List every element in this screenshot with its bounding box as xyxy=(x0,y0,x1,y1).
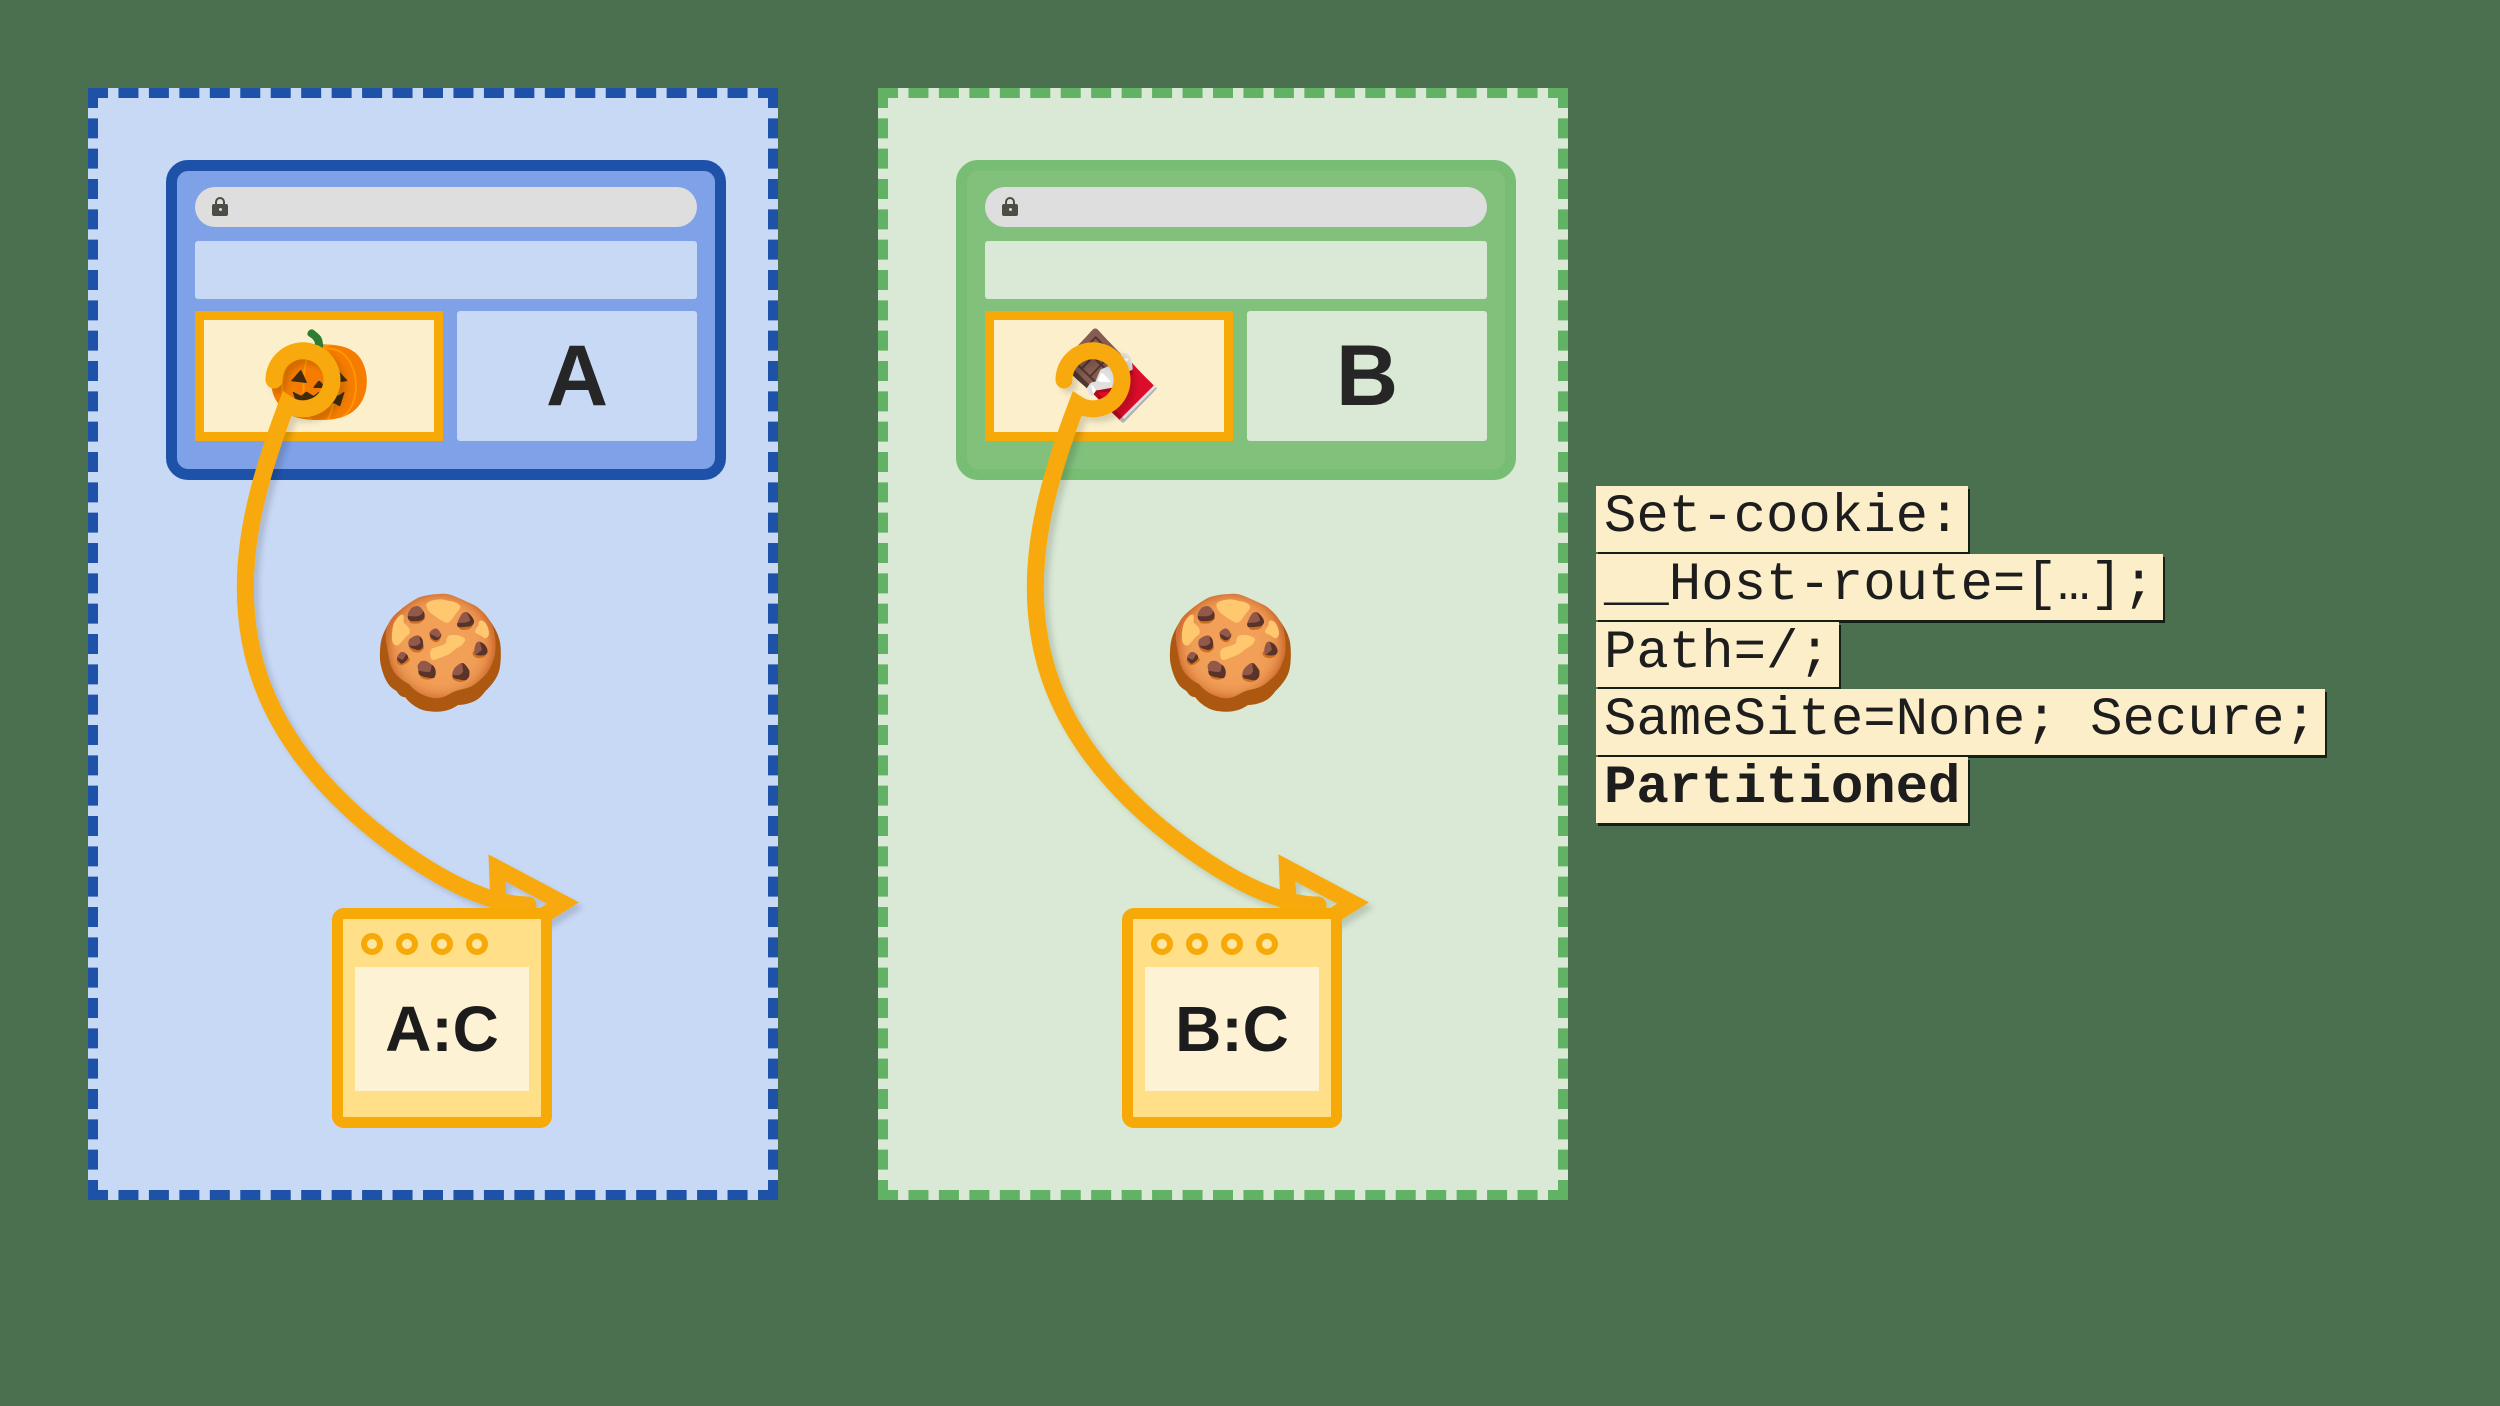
code-line-0: Set-cookie: xyxy=(1596,486,1969,552)
storage-card-screen-b: B:C xyxy=(1145,967,1319,1091)
storage-card-dots-a xyxy=(355,933,529,955)
embedded-iframe-a[interactable]: 🎃 xyxy=(195,311,443,441)
storage-dot xyxy=(1186,933,1208,955)
site-label-a: A xyxy=(545,328,609,424)
code-line-4: Partitioned xyxy=(1596,757,1969,823)
page-header-strip-a xyxy=(195,241,697,299)
storage-card-b: B:C xyxy=(1122,908,1342,1128)
storage-key-label-b: B:C xyxy=(1175,993,1289,1065)
jack-o-lantern-icon: 🎃 xyxy=(265,328,373,424)
storage-dot xyxy=(361,933,383,955)
lock-icon xyxy=(211,197,229,217)
code-line-3: SameSite=None; Secure; xyxy=(1596,689,2325,756)
site-label-box-b: B xyxy=(1247,311,1487,441)
browser-window-a: 🎃 A xyxy=(166,160,726,480)
storage-dot xyxy=(396,933,418,955)
url-bar-b[interactable] xyxy=(985,187,1487,227)
set-cookie-code-block: Set-cookie: __Host-route=[…]; Path=/; Sa… xyxy=(1596,486,2456,825)
page-header-strip-b xyxy=(985,241,1487,299)
cookie-icon-b: 🍪 xyxy=(1162,591,1299,714)
storage-dot xyxy=(431,933,453,955)
cookie-icon-a: 🍪 xyxy=(372,591,509,714)
page-content-row-b: 🍫 B xyxy=(985,311,1487,441)
storage-card-screen-a: A:C xyxy=(355,967,529,1091)
storage-dot xyxy=(466,933,488,955)
chocolate-bar-icon: 🍫 xyxy=(1055,328,1163,424)
site-label-b: B xyxy=(1335,328,1399,424)
storage-dot xyxy=(1256,933,1278,955)
page-content-row-a: 🎃 A xyxy=(195,311,697,441)
url-bar-a[interactable] xyxy=(195,187,697,227)
site-label-box-a: A xyxy=(457,311,697,441)
code-line-1: __Host-route=[…]; xyxy=(1596,553,2163,620)
browser-window-b: 🍫 B xyxy=(956,160,1516,480)
lock-icon xyxy=(1001,197,1019,217)
storage-card-dots-b xyxy=(1145,933,1319,955)
embedded-iframe-b[interactable]: 🍫 xyxy=(985,311,1233,441)
code-line-2: Path=/; xyxy=(1596,621,1839,688)
storage-card-a: A:C xyxy=(332,908,552,1128)
storage-dot xyxy=(1151,933,1173,955)
storage-dot xyxy=(1221,933,1243,955)
storage-key-label-a: A:C xyxy=(385,993,499,1065)
